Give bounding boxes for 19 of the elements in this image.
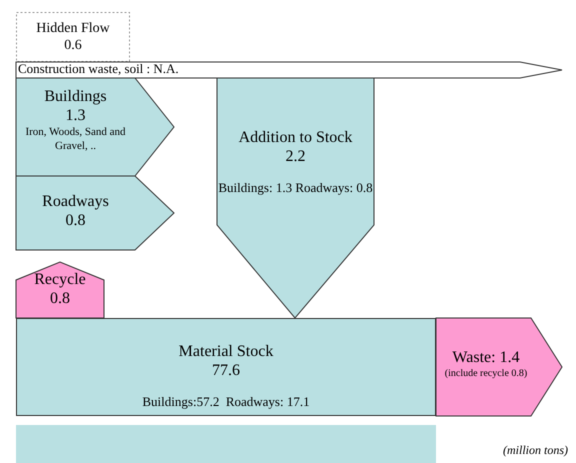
node-title: Hidden Flow bbox=[36, 20, 110, 37]
note-text: Buildings: 1.3 Roadways: 0.8 bbox=[218, 180, 373, 196]
node-title: Roadways bbox=[42, 192, 109, 211]
node-title: Construction waste, soil : N.A. bbox=[18, 61, 179, 77]
value-label: 0.8 bbox=[50, 289, 70, 308]
node-title: Recycle bbox=[34, 270, 86, 289]
node-title: Material Stock bbox=[178, 342, 274, 361]
value-label: 1.3 bbox=[66, 106, 86, 125]
unit-note: (million tons) bbox=[503, 443, 568, 458]
node-title: Buildings bbox=[44, 87, 107, 106]
value-label: 77.6 bbox=[212, 361, 240, 380]
note-text: Buildings:57.2 Roadways: 17.1 bbox=[142, 394, 310, 410]
value-label: (include recycle 0.8) bbox=[444, 367, 528, 380]
value-label: 2.2 bbox=[286, 147, 306, 166]
note-text: Iron, Woods, Sand and Gravel, .. bbox=[24, 125, 127, 153]
node-title: Addition to Stock bbox=[238, 128, 352, 147]
value-label: 0.6 bbox=[64, 37, 82, 54]
node-title: Waste: 1.4 bbox=[452, 348, 520, 367]
value-label: 0.8 bbox=[66, 211, 86, 230]
